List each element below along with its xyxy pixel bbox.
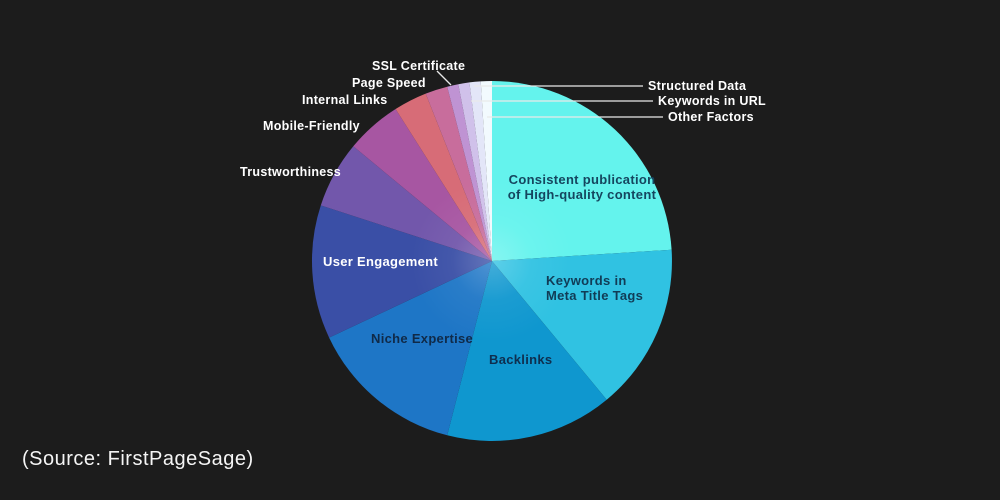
- slice-label-other-factors: Other Factors: [668, 110, 754, 124]
- slice-label-keywords-in-url: Keywords in URL: [658, 94, 766, 108]
- slice-label-keywords-meta-title: Keywords in Meta Title Tags: [546, 273, 644, 303]
- source-note: (Source: FirstPageSage): [22, 448, 254, 470]
- slice-label-user-engagement: User Engagement: [323, 254, 439, 269]
- slice-label-page-speed: Page Speed: [352, 76, 426, 90]
- slice-label-ssl-certificate: SSL Certificate: [372, 59, 466, 73]
- slice-label-niche-expertise: Niche Expertise: [371, 331, 474, 346]
- slice-label-mobile-friendly: Mobile-Friendly: [263, 119, 360, 133]
- slice-label-structured-data: Structured Data: [648, 79, 747, 93]
- ssl-certificate-leader-line: [436, 70, 452, 86]
- slice-label-internal-links: Internal Links: [302, 93, 388, 107]
- pie-slice-consistent-publication-of-high-quality-content: [492, 81, 672, 261]
- leader-lines-group: [436, 70, 663, 118]
- slice-label-consistent-publication: Consistent publication of High-quality c…: [507, 172, 657, 202]
- slice-label-trustworthiness: Trustworthiness: [240, 165, 342, 179]
- slice-label-backlinks: Backlinks: [489, 352, 553, 367]
